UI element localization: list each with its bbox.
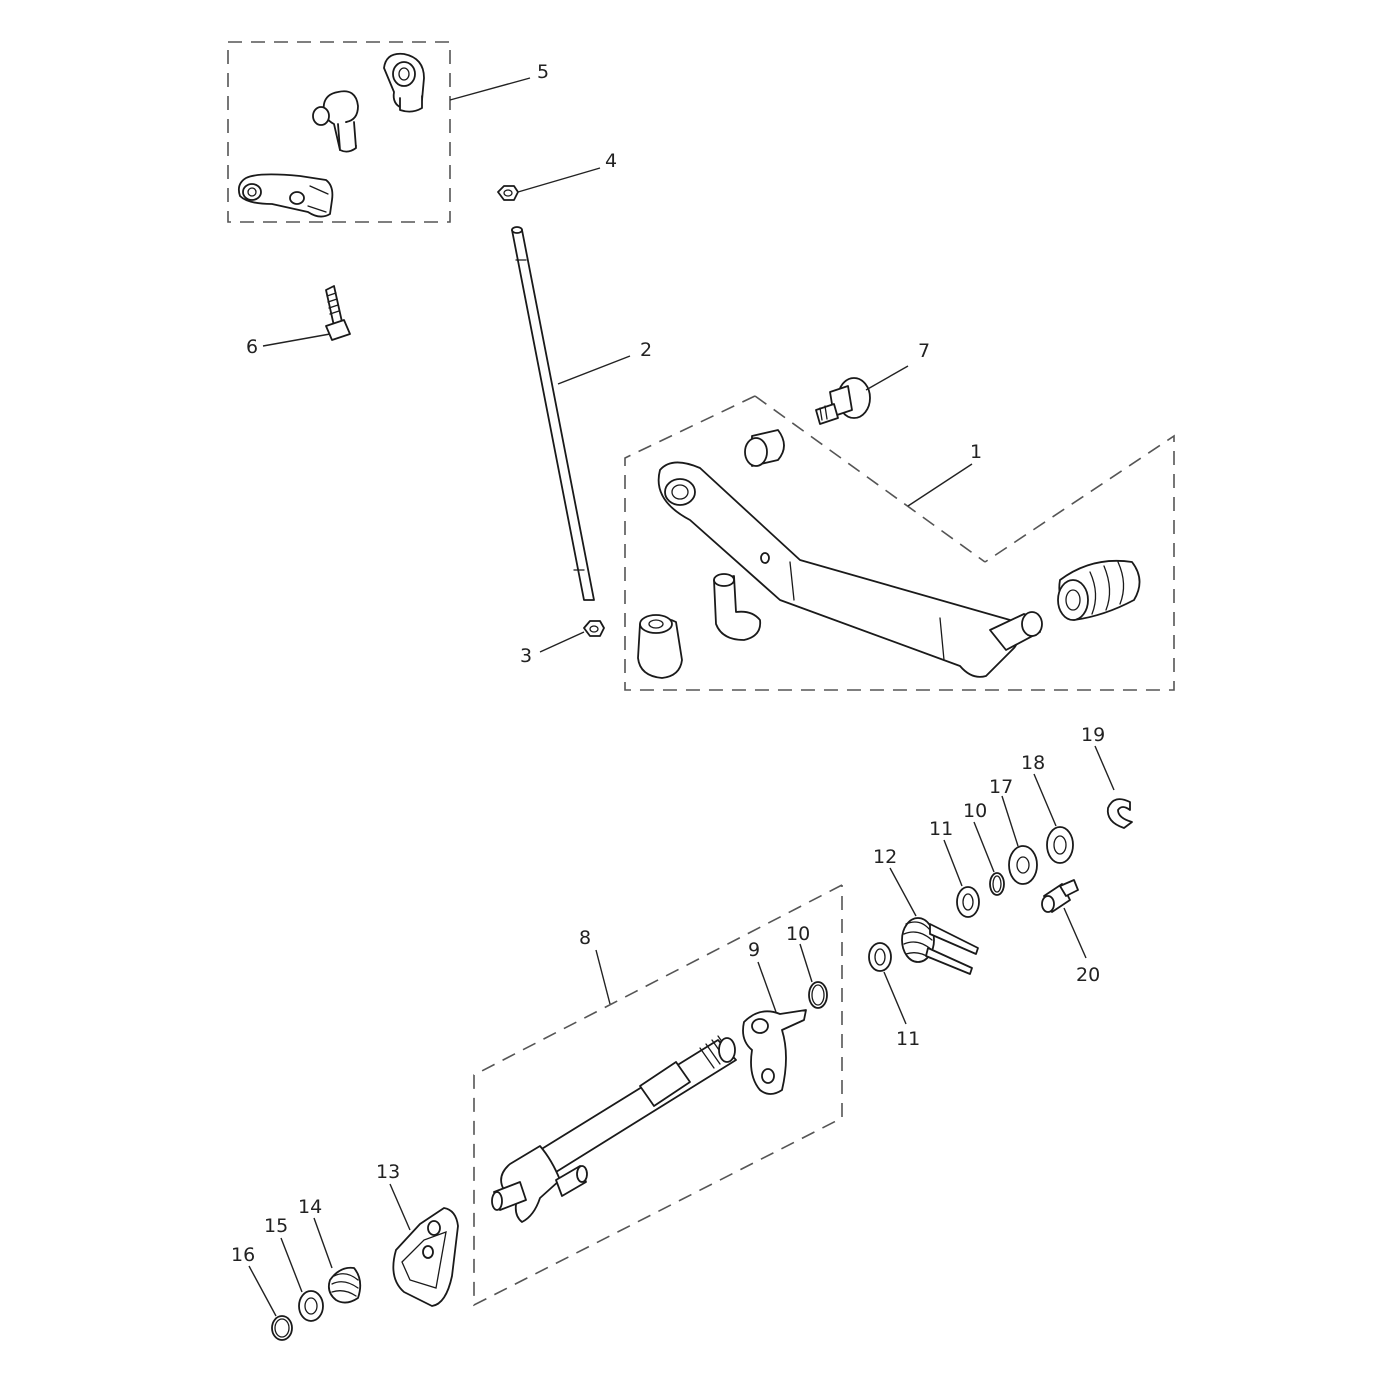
footrest-peg [989,611,1043,651]
callout-13: 13 [376,1161,400,1183]
callout-11-upper: 11 [929,818,953,840]
spring-14 [327,1266,362,1304]
washer-18 [1046,826,1074,864]
callout-4: 4 [605,150,617,172]
clamp-bracket [237,173,334,218]
callout-2: 2 [640,339,652,361]
ball-joint-lower [312,90,359,153]
circlip-10-lower [808,981,828,1009]
washer-11-upper [956,886,980,918]
selector-shaft-8 [491,1035,737,1223]
e-clip-19 [1106,798,1133,829]
return-spring-12 [901,917,979,975]
linkage-rod-2 [511,226,595,601]
callout-17: 17 [989,776,1013,798]
gear-lever [657,461,1019,678]
callout-5: 5 [537,61,549,83]
detent-plate-13 [392,1207,459,1307]
bolt-6 [325,285,351,341]
callout-6: 6 [246,336,258,358]
group-box-8 [473,884,843,1307]
group-box-1 [624,395,1175,691]
callout-labels: 1 2 3 4 5 6 7 8 9 10 10 11 11 12 13 14 1… [231,61,1105,1266]
lever-ball-joint-left [637,614,683,679]
leader-lines [248,77,1115,1317]
callout-14: 14 [298,1196,322,1218]
footrest-rubber [1057,559,1141,621]
callout-8: 8 [579,927,591,949]
nut-3 [583,620,605,637]
callout-12: 12 [873,846,897,868]
ball-joint-upper [383,52,425,113]
washer-11-lower [868,942,892,972]
washer-17 [1008,845,1038,885]
callout-18: 18 [1021,752,1045,774]
callout-10-lower: 10 [786,923,810,945]
callout-11-lower: 11 [896,1028,920,1050]
callout-10-upper: 10 [963,800,987,822]
pivot-bush [744,429,785,467]
pivot-bolt-7 [815,377,871,425]
callout-19: 19 [1081,724,1105,746]
circlip-10-upper [989,872,1005,896]
lever-ball-joint-right [713,573,762,641]
selector-claw-9 [742,1009,807,1095]
nut-4 [497,185,519,201]
callout-9: 9 [748,939,760,961]
callout-1: 1 [970,441,982,463]
group-box-5 [227,41,451,223]
callout-3: 3 [520,645,532,667]
callout-20: 20 [1076,964,1100,986]
callout-7: 7 [918,340,930,362]
callout-15: 15 [264,1215,288,1237]
circlip-16 [271,1315,293,1341]
stopper-bolt-20 [1041,879,1079,913]
callout-16: 16 [231,1244,255,1266]
washer-15 [298,1290,324,1322]
